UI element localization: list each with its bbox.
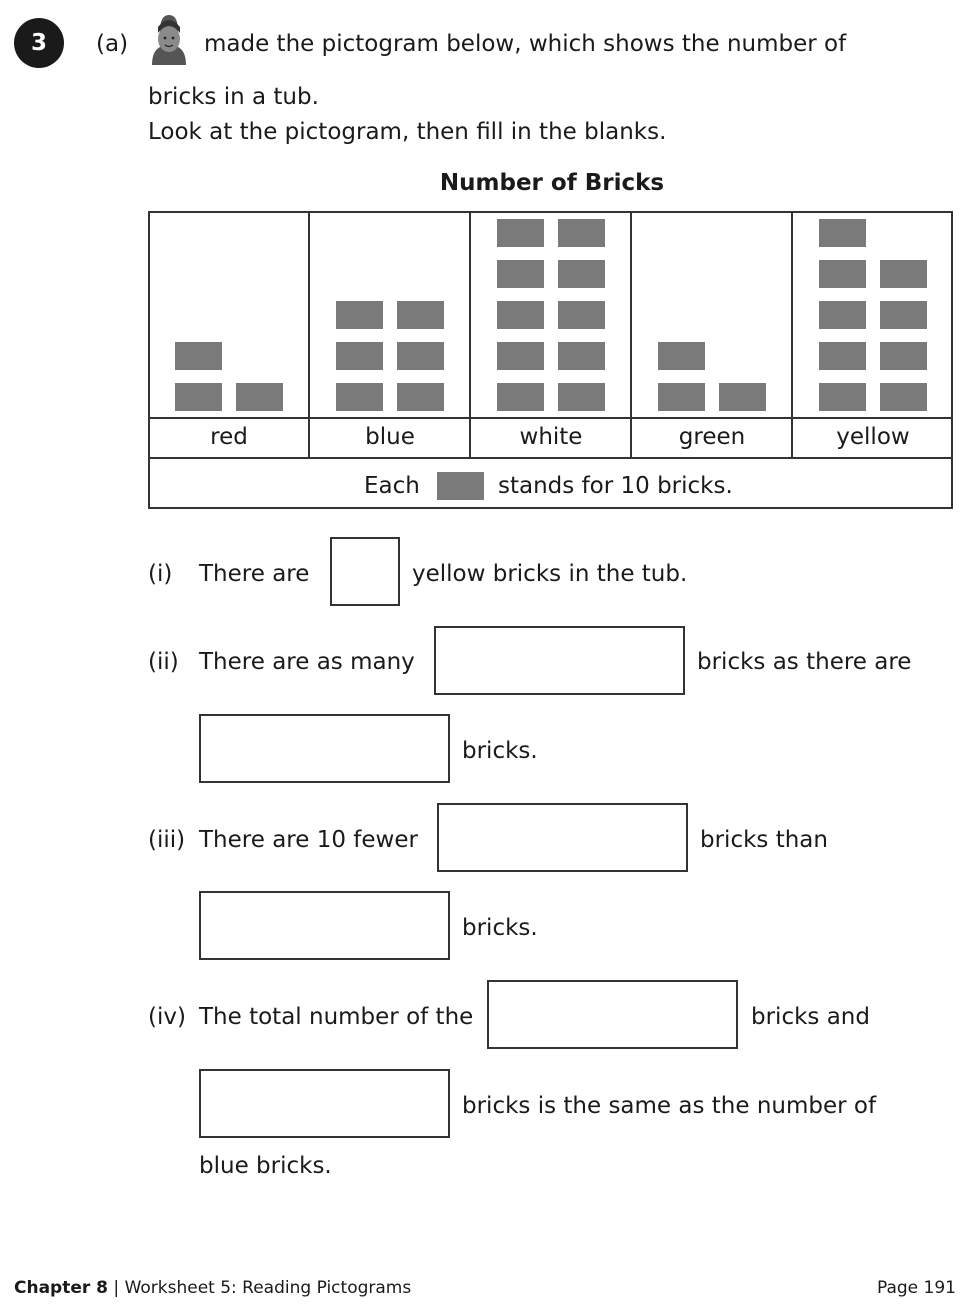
question-part-label: (a) <box>96 31 129 57</box>
category-label-white: white <box>519 424 583 450</box>
brick-icon-red <box>175 342 222 370</box>
footer-chapter-line: Chapter 8 | Worksheet 5: Reading Pictogr… <box>14 1277 411 1299</box>
brick-icon-white <box>497 342 544 370</box>
pictogram-column-line <box>308 211 310 459</box>
brick-icon-white <box>497 301 544 329</box>
item-iii-label: (iii) <box>148 827 186 853</box>
brick-icon-white <box>497 260 544 288</box>
brick-icon-blue <box>336 342 383 370</box>
item-i-text-before: There are <box>199 561 310 587</box>
answer-box-iv-a[interactable] <box>487 980 738 1049</box>
brick-icon-white <box>558 260 605 288</box>
answer-box-iv-b[interactable] <box>199 1069 450 1138</box>
item-iv-label: (iv) <box>148 1004 186 1030</box>
intro-line-1: made the pictogram below, which shows th… <box>204 31 847 57</box>
footer-worksheet: Worksheet 5: Reading Pictograms <box>124 1278 412 1298</box>
brick-icon-white <box>497 219 544 247</box>
item-iv-text-end: blue bricks. <box>199 1153 332 1179</box>
brick-icon-green <box>658 383 705 411</box>
brick-icon-yellow <box>880 260 927 288</box>
category-label-yellow: yellow <box>836 424 910 450</box>
instruction-text: Look at the pictogram, then fill in the … <box>148 119 667 145</box>
answer-box-iii-b[interactable] <box>199 891 450 960</box>
brick-icon-red <box>236 383 283 411</box>
key-prefix: Each <box>364 473 420 499</box>
item-iv-text-before: The total number of the <box>199 1004 474 1030</box>
brick-icon-green <box>658 342 705 370</box>
pictogram-table <box>148 211 953 509</box>
item-ii-text-after: bricks as there are <box>697 649 912 675</box>
footer-separator: | <box>113 1278 120 1298</box>
item-ii-label: (ii) <box>148 649 179 675</box>
brick-icon-blue <box>397 383 444 411</box>
brick-icon-blue <box>397 342 444 370</box>
brick-icon-yellow <box>880 383 927 411</box>
brick-icon-yellow <box>819 383 866 411</box>
footer-chapter: Chapter 8 <box>14 1278 109 1298</box>
brick-icon-yellow <box>819 301 866 329</box>
brick-icon-yellow <box>819 342 866 370</box>
pictogram-column-line <box>791 211 793 459</box>
question-number-badge: 3 <box>14 18 64 68</box>
category-label-blue: blue <box>365 424 415 450</box>
item-iii-text-end: bricks. <box>462 915 538 941</box>
brick-icon-blue <box>336 383 383 411</box>
brick-icon-white <box>558 342 605 370</box>
intro-line-2: bricks in a tub. <box>148 84 319 110</box>
answer-box-ii-b[interactable] <box>199 714 450 783</box>
chart-title: Number of Bricks <box>439 170 665 196</box>
brick-icon-yellow <box>880 301 927 329</box>
item-ii-text-end: bricks. <box>462 738 538 764</box>
item-iii-text-after: bricks than <box>700 827 828 853</box>
pictogram-divider-line <box>148 457 953 459</box>
key-suffix: stands for 10 bricks. <box>498 473 733 499</box>
item-iv-text-after: bricks and <box>751 1004 870 1030</box>
key-brick-icon <box>437 472 484 500</box>
brick-icon-yellow <box>819 260 866 288</box>
brick-icon-green <box>719 383 766 411</box>
category-label-green: green <box>678 424 746 450</box>
item-iv-text-middle: bricks is the same as the number of <box>462 1093 877 1119</box>
item-i-label: (i) <box>148 561 173 587</box>
brick-icon-blue <box>336 301 383 329</box>
footer-page-number: Page 191 <box>876 1278 956 1298</box>
brick-icon-blue <box>397 301 444 329</box>
item-i-text-after: yellow bricks in the tub. <box>412 561 688 587</box>
brick-icon-yellow <box>819 219 866 247</box>
category-label-red: red <box>210 424 248 450</box>
brick-icon-yellow <box>880 342 927 370</box>
answer-box-i[interactable] <box>330 537 400 606</box>
pictogram-column-line <box>469 211 471 459</box>
brick-icon-white <box>558 301 605 329</box>
brick-icon-white <box>558 219 605 247</box>
brick-icon-white <box>558 383 605 411</box>
brick-icon-red <box>175 383 222 411</box>
brick-icon-white <box>497 383 544 411</box>
answer-box-iii-a[interactable] <box>437 803 688 872</box>
pictogram-column-line <box>630 211 632 459</box>
pictogram-divider-line <box>148 417 953 419</box>
child-avatar-icon <box>152 15 186 65</box>
item-iii-text-before: There are 10 fewer <box>199 827 418 853</box>
answer-box-ii-a[interactable] <box>434 626 685 695</box>
item-ii-text-before: There are as many <box>199 649 415 675</box>
